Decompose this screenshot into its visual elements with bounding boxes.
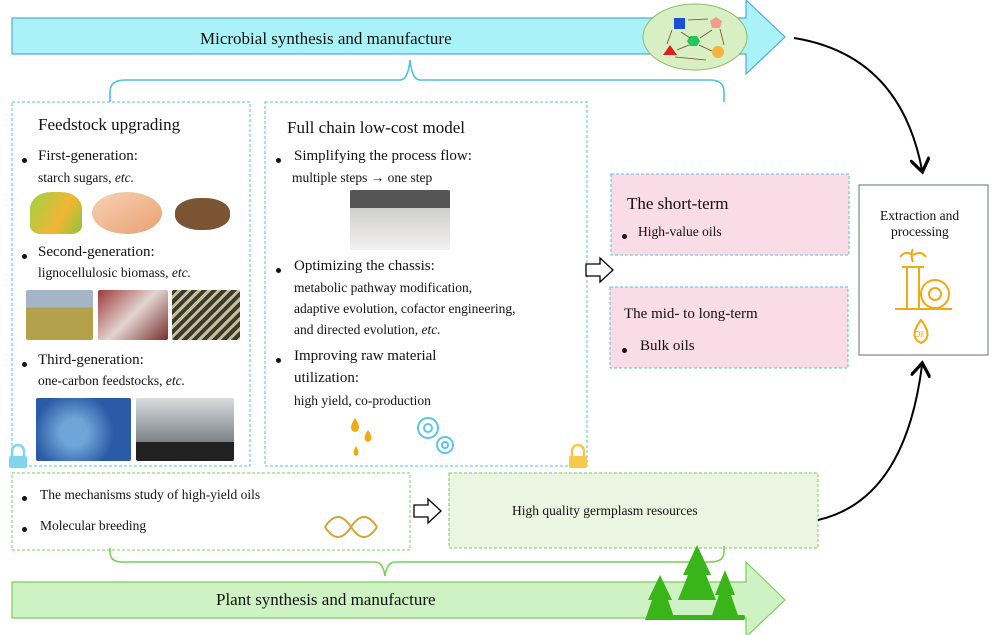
- connector-arrow: [817, 365, 922, 521]
- connector-arrow: [793, 37, 922, 170]
- plant-arrow: [11, 560, 786, 635]
- plant-item: Molecular breeding: [40, 518, 147, 533]
- raw-material-head: Improving raw material: [294, 348, 437, 364]
- third-gen-head: Third-generation:: [38, 352, 144, 368]
- corn-image: [30, 192, 82, 234]
- mid-term-item: Bulk oils: [640, 338, 695, 354]
- trees-icon: [645, 545, 745, 620]
- factory-smoke-image: [136, 398, 234, 461]
- lock-icon: [9, 443, 27, 468]
- oil-drops-icon: [351, 418, 372, 456]
- short-term-box: [610, 173, 850, 256]
- hollow-arrow-icon: [413, 497, 442, 525]
- short-term-title: The short-term: [627, 194, 729, 213]
- feedstock-title: Feedstock upgrading: [38, 115, 181, 134]
- first-gen-sub: starch sugars, etc.: [38, 170, 134, 185]
- fermenter-image: [350, 190, 450, 250]
- extraction-title: Extraction and: [880, 208, 960, 223]
- lowcost-box: [264, 101, 588, 467]
- top-brace: [109, 59, 725, 102]
- bottom-brace: [109, 546, 725, 577]
- mid-term-title: The mid- to long-term: [624, 306, 758, 322]
- cassava-image: [175, 198, 230, 230]
- plant-label: Plant synthesis and manufacture: [216, 590, 436, 609]
- plant-item: The mechanisms study of high-yield oils: [40, 487, 261, 502]
- extraction-box: [858, 184, 989, 356]
- straw-field-image: [26, 290, 93, 340]
- chassis-line: adaptive evolution, cofactor engineering…: [294, 301, 516, 316]
- raw-material-head: utilization:: [294, 370, 359, 386]
- microbial-label: Microbial synthesis and manufacture: [200, 29, 452, 48]
- hollow-arrow-icon: [585, 256, 614, 284]
- process-flow-head: Simplifying the process flow:: [294, 148, 472, 164]
- process-flow-sub: multiple steps → one step: [292, 170, 433, 185]
- second-gen-sub: lignocellulosic biomass, etc.: [38, 265, 191, 280]
- short-term-item: High-value oils: [638, 224, 722, 239]
- microbial-arrow: [11, 0, 786, 76]
- oil-label: Oil: [914, 330, 924, 339]
- earth-co2-image: [36, 398, 131, 461]
- germplasm-label: High quality germplasm resources: [512, 503, 698, 518]
- raw-material-sub: high yield, co-production: [294, 393, 431, 408]
- third-gen-sub: one-carbon feedstocks, etc.: [38, 373, 185, 388]
- lowcost-title: Full chain low-cost model: [287, 118, 466, 137]
- plant-research-box: [11, 472, 411, 551]
- dna-icon: [324, 516, 378, 538]
- chassis-line: and directed evolution, etc.: [294, 322, 441, 337]
- oil-extraction-icon: [895, 248, 952, 310]
- germplasm-box: [448, 472, 819, 549]
- lock-icon: [569, 443, 587, 468]
- gears-icon: [417, 417, 454, 454]
- mid-term-box: [609, 286, 849, 369]
- feedstock-box: [11, 101, 251, 467]
- first-gen-head: First-generation:: [38, 148, 138, 164]
- chassis-line: metabolic pathway modification,: [294, 280, 473, 295]
- straw-image: [172, 290, 240, 340]
- wood-chips-image: [98, 290, 168, 340]
- oil-drop-icon: [913, 318, 929, 345]
- metabolic-network-icon: [642, 3, 748, 71]
- extraction-title: processing: [891, 224, 949, 239]
- second-gen-head: Second-generation:: [38, 244, 155, 260]
- chassis-head: Optimizing the chassis:: [294, 258, 435, 274]
- wheat-image: [92, 192, 162, 234]
